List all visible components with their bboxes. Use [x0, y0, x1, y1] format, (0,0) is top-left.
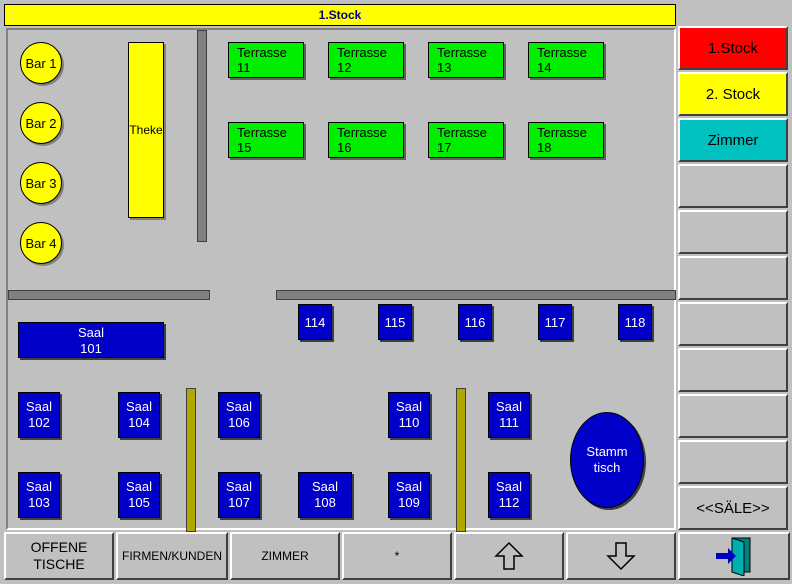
star-button[interactable]: *	[342, 532, 452, 580]
table-114[interactable]: 114	[298, 304, 332, 340]
wall-horizontal-right	[276, 290, 676, 300]
empty-slot-button[interactable]	[678, 256, 788, 300]
empty-slot-button[interactable]	[678, 394, 788, 438]
arrow-down-icon	[606, 541, 636, 571]
open-tables-label-1: OFFENE	[30, 539, 88, 555]
floor-2-button[interactable]: 2. Stock	[678, 72, 788, 116]
empty-slot-button[interactable]	[678, 348, 788, 392]
open-tables-label-2: TISCHE	[33, 556, 85, 572]
open-tables-button[interactable]: OFFENE TISCHE	[4, 532, 114, 580]
empty-slot-button[interactable]	[678, 302, 788, 346]
table-115[interactable]: 115	[378, 304, 412, 340]
floor-1-button[interactable]: 1.Stock	[678, 26, 788, 70]
scroll-up-button[interactable]	[454, 532, 564, 580]
companies-customers-button[interactable]: FIRMEN/KUNDEN	[116, 532, 228, 580]
bottom-toolbar: OFFENE TISCHE FIRMEN/KUNDEN ZIMMER *	[4, 532, 790, 580]
exit-button[interactable]	[678, 532, 790, 580]
empty-slot-button[interactable]	[678, 164, 788, 208]
table-116[interactable]: 116	[458, 304, 492, 340]
table-bar-2[interactable]: Bar 2	[20, 102, 62, 144]
pillar-right	[456, 388, 466, 532]
wall-vertical	[197, 30, 207, 242]
scroll-down-button[interactable]	[566, 532, 676, 580]
rooms-footer-button[interactable]: ZIMMER	[230, 532, 340, 580]
table-bar-3[interactable]: Bar 3	[20, 162, 62, 204]
empty-slot-button[interactable]	[678, 440, 788, 484]
rooms-button[interactable]: Zimmer	[678, 118, 788, 162]
table-bar-4[interactable]: Bar 4	[20, 222, 62, 264]
exit-door-icon	[714, 536, 754, 576]
empty-slot-button[interactable]	[678, 210, 788, 254]
wall-horizontal-left	[8, 290, 210, 300]
halls-button[interactable]: <<SÄLE>>	[678, 486, 788, 530]
table-117[interactable]: 117	[538, 304, 572, 340]
sidebar: 1.Stock 2. Stock Zimmer <<SÄLE>>	[678, 26, 788, 532]
arrow-up-icon	[494, 541, 524, 571]
pillar-left	[186, 388, 196, 532]
table-bar-1[interactable]: Bar 1	[20, 42, 62, 84]
table-theke[interactable]: Theke	[128, 42, 164, 218]
window-title: 1.Stock	[4, 4, 676, 26]
table-118[interactable]: 118	[618, 304, 652, 340]
